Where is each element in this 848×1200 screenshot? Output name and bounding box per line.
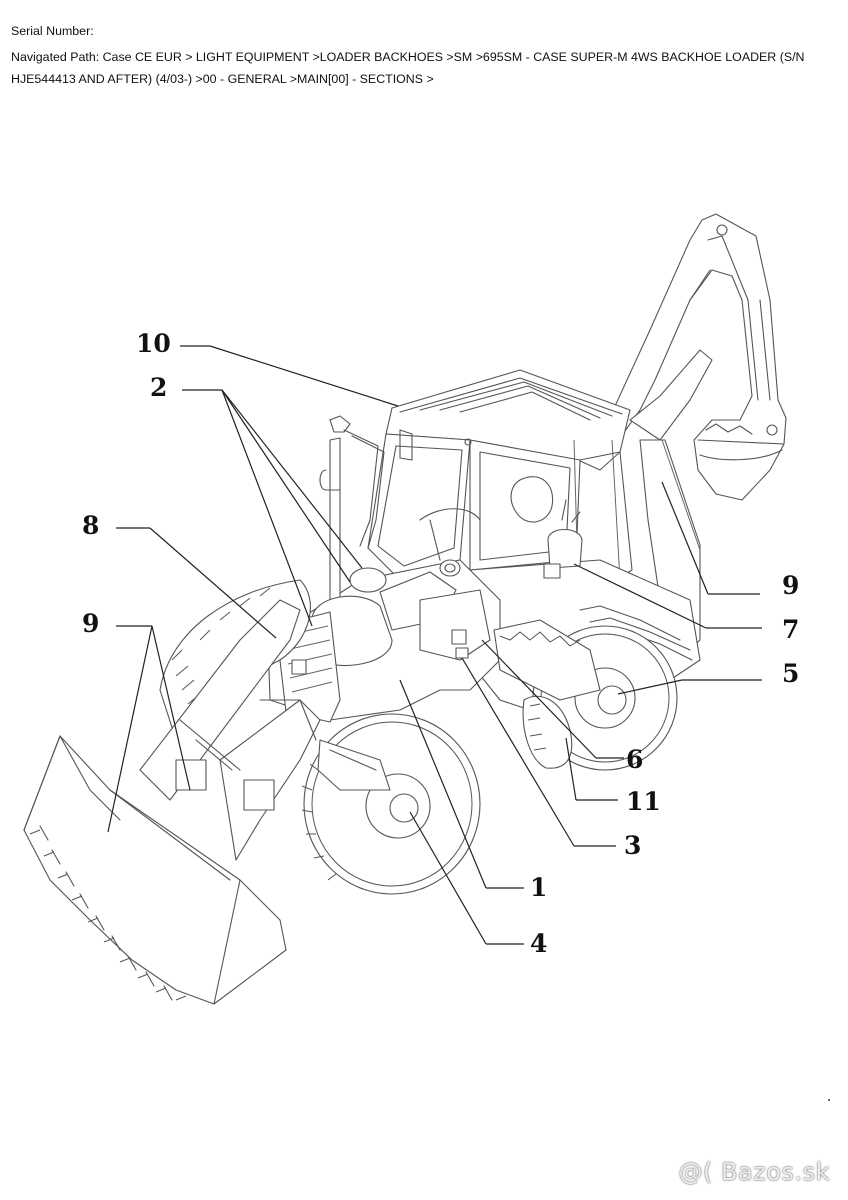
callout-6: 6 bbox=[626, 745, 643, 774]
callout-5: 5 bbox=[782, 659, 799, 688]
navigated-path-line-1: Navigated Path: Case CE EUR > LIGHT EQUI… bbox=[11, 50, 805, 64]
stray-dot bbox=[828, 1099, 830, 1101]
bazos-watermark: @( Bazos.sk bbox=[678, 1158, 830, 1186]
watermark-text: Bazos.sk bbox=[721, 1158, 830, 1186]
callout-3: 3 bbox=[624, 831, 641, 860]
callout-2: 2 bbox=[150, 373, 167, 402]
callout-10: 10 bbox=[136, 329, 171, 358]
callout-7: 7 bbox=[782, 615, 799, 644]
operator-cab-drawing bbox=[367, 369, 633, 591]
loader-arms-and-bucket-drawing bbox=[23, 599, 321, 1005]
serial-number-label: Serial Number: bbox=[11, 24, 94, 38]
callout-1: 1 bbox=[530, 873, 547, 902]
callout-8: 8 bbox=[82, 511, 99, 540]
callout-4: 4 bbox=[530, 929, 547, 958]
callout-11: 11 bbox=[626, 787, 661, 816]
navigated-path-line-2: HJE544413 AND AFTER) (4/03-) >00 - GENER… bbox=[11, 72, 434, 86]
callout-9-left: 9 bbox=[82, 609, 99, 638]
at-symbol-icon: @( bbox=[678, 1158, 713, 1186]
callout-9-right: 9 bbox=[782, 571, 799, 600]
engine-compartment-drawing bbox=[267, 415, 601, 723]
callout-leader-lines bbox=[107, 345, 762, 945]
